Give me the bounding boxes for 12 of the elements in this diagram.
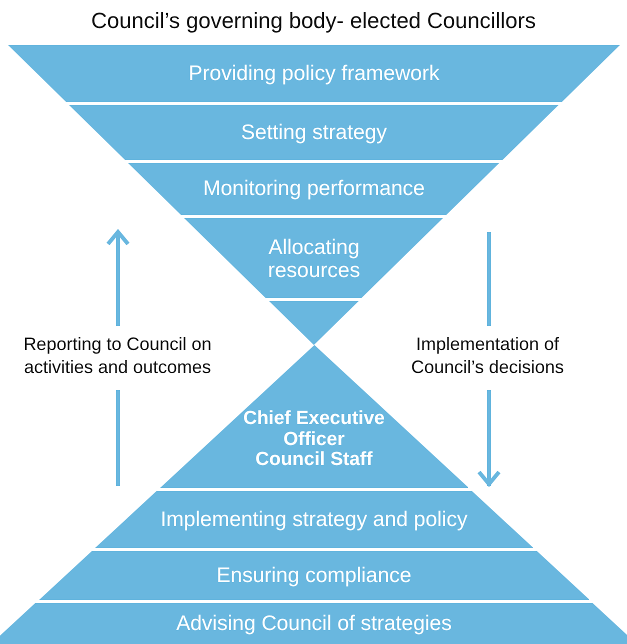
band-label: Implementing strategy and policy — [160, 508, 468, 532]
band-label: Advising Council of strategies — [176, 612, 452, 636]
side-note: Implementation of Council’s decisions — [410, 333, 565, 380]
band-label: Setting strategy — [241, 120, 387, 144]
band-label: Allocating resources — [266, 236, 362, 282]
band-label: Ensuring compliance — [216, 564, 412, 588]
side-note: Reporting to Council on activities and outcomes — [22, 333, 213, 380]
diagram-title: Council’s governing body- elected Councillors — [90, 8, 537, 34]
band-label: Council Staff — [255, 450, 373, 472]
band-label: Monitoring performance — [203, 176, 425, 200]
band-label: Chief Executive Officer — [242, 408, 386, 450]
band-label: Providing policy framework — [188, 62, 440, 86]
